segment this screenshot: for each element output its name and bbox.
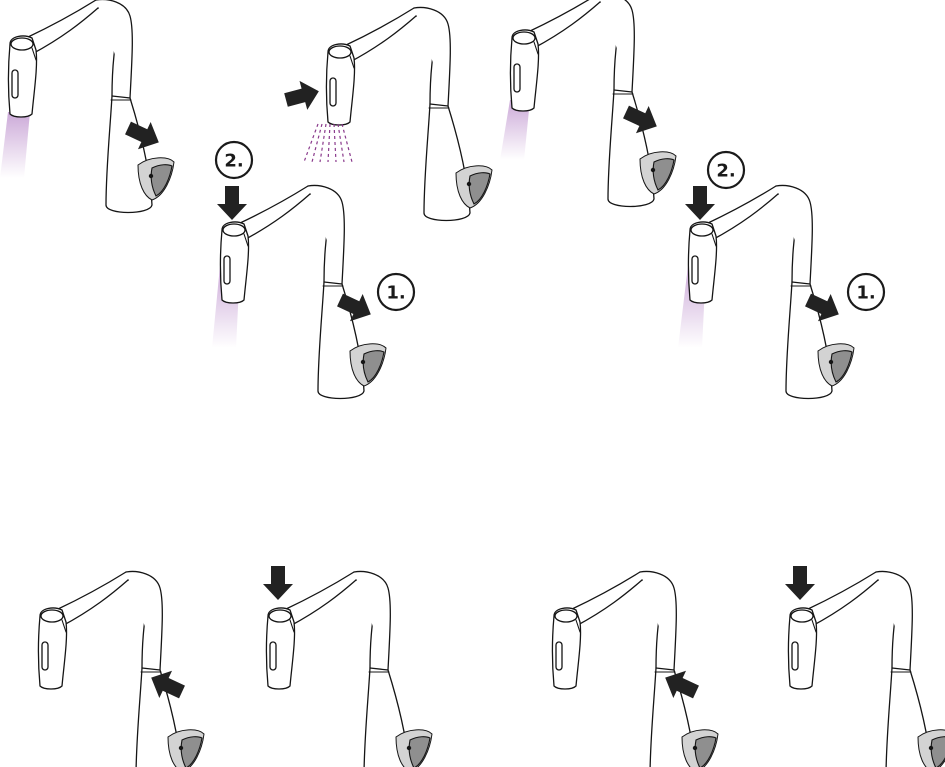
faucet-diagram-4: 2. 1. — [212, 142, 414, 399]
push-arrow-icon — [685, 186, 715, 220]
pull-out-kitchen-faucet-icon — [689, 186, 855, 399]
faucet-diagram-9 — [785, 566, 945, 767]
step-badge-2: 2. — [216, 142, 252, 178]
pull-out-kitchen-faucet-icon — [9, 0, 175, 213]
faucet-diagram-1 — [0, 0, 174, 213]
step-label-1: 1. — [386, 283, 405, 304]
push-arrow-icon — [282, 77, 323, 115]
faucet-diagram-6 — [39, 572, 205, 767]
push-arrow-icon — [217, 186, 247, 220]
push-arrow-icon — [263, 566, 293, 600]
faucet-diagram-5: 2. 1. — [678, 152, 884, 399]
step-label-2: 2. — [716, 161, 735, 182]
led-light-beam-icon — [0, 112, 30, 178]
pull-out-kitchen-faucet-icon — [511, 0, 677, 207]
spray-jet-icon — [304, 124, 352, 162]
pull-out-kitchen-faucet-icon — [39, 572, 205, 767]
step-label-1: 1. — [856, 283, 875, 304]
faucet-diagram-8 — [553, 572, 719, 767]
step-badge-1: 1. — [848, 274, 884, 310]
step-badge-1: 1. — [378, 274, 414, 310]
pull-out-kitchen-faucet-icon — [553, 572, 719, 767]
pull-out-kitchen-faucet-icon — [267, 572, 433, 767]
push-arrow-icon — [785, 566, 815, 600]
step-badge-2: 2. — [708, 152, 744, 188]
faucet-diagram-3 — [500, 0, 676, 207]
pull-out-kitchen-faucet-icon — [327, 8, 493, 221]
faucet-diagram-7 — [263, 566, 432, 767]
pull-out-kitchen-faucet-icon — [789, 572, 945, 767]
step-label-2: 2. — [224, 151, 243, 172]
pull-out-kitchen-faucet-icon — [221, 186, 387, 399]
